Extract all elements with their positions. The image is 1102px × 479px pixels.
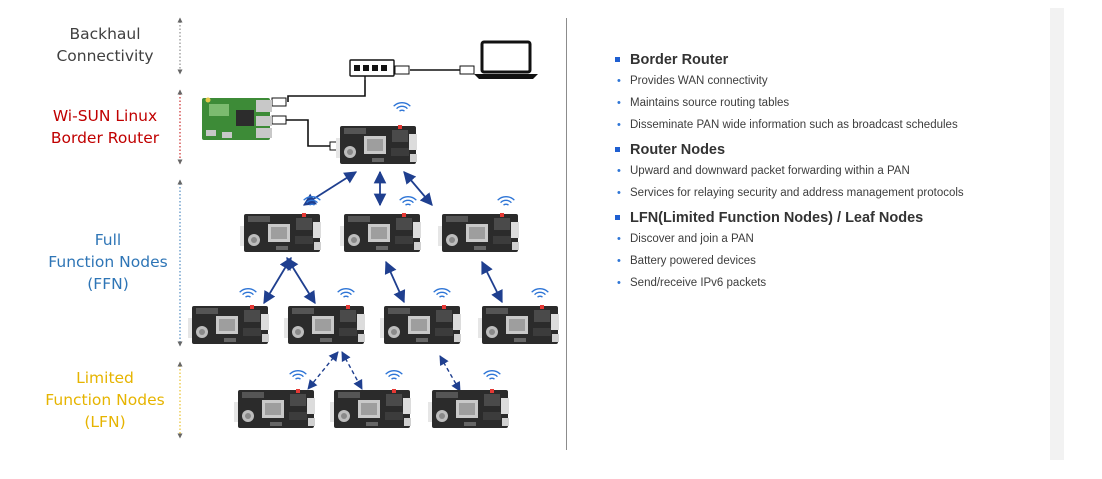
- vertical-divider: [566, 18, 567, 450]
- lfn-node-board: [330, 389, 411, 428]
- wifi-icon: [432, 287, 452, 298]
- list-item: •Discover and join a PAN: [617, 233, 754, 245]
- bullet-icon: •: [617, 255, 621, 267]
- cable-plug: [271, 115, 287, 125]
- description-panel: Border Router •Provides WAN connectivity…: [614, 50, 1034, 298]
- wifi-icon: [392, 101, 412, 112]
- list-item: •Send/receive IPv6 packets: [617, 277, 767, 289]
- cable-plug: [459, 65, 475, 75]
- section-border-router: Border Router •Provides WAN connectivity…: [614, 50, 1034, 133]
- list-item: •Disseminate PAN wide information such a…: [617, 119, 958, 131]
- lfn-node-board: [428, 389, 509, 428]
- wifi-icon: [398, 195, 418, 206]
- network-topology-diagram: [177, 17, 559, 439]
- cable-plug: [394, 65, 410, 75]
- backhaul-cables: [270, 69, 460, 147]
- square-bullet-icon: [615, 215, 620, 220]
- bullet-icon: •: [617, 277, 621, 289]
- bullet-icon: •: [617, 119, 621, 131]
- laptop-icon: [474, 40, 538, 79]
- bullet-icon: •: [617, 187, 621, 199]
- ffn-node-board: [478, 305, 559, 344]
- section-heading: Router Nodes: [614, 140, 1034, 160]
- lfn-link-arrows: [307, 351, 461, 392]
- section-heading: Border Router: [614, 50, 1034, 70]
- section-router-nodes: Router Nodes •Upward and downward packet…: [614, 140, 1034, 201]
- lfn-label: Limited Function Nodes (LFN): [45, 369, 165, 431]
- ffn-node-board: [284, 305, 365, 344]
- lfn-node-board: [234, 389, 315, 428]
- backhaul-label: Backhaul Connectivity: [56, 25, 154, 65]
- network-switch-icon: [349, 59, 395, 80]
- square-bullet-icon: [615, 147, 620, 152]
- list-item: •Maintains source routing tables: [617, 97, 790, 109]
- ffn-node-board: [380, 305, 461, 344]
- square-bullet-icon: [615, 57, 620, 62]
- ffn-node-board: [188, 305, 269, 344]
- list-item: •Upward and downward packet forwarding w…: [617, 165, 910, 177]
- wifi-icon: [336, 287, 356, 298]
- right-scroll-panel: [1050, 8, 1064, 460]
- border-router-label: Wi-SUN Linux Border Router: [50, 107, 160, 147]
- section-leaf-nodes: LFN(Limited Function Nodes) / Leaf Nodes…: [614, 208, 1034, 291]
- wifi-icon: [238, 287, 258, 298]
- list-item: •Battery powered devices: [617, 255, 756, 267]
- ffn-label: Full Function Nodes (FFN): [48, 231, 168, 293]
- bullet-icon: •: [617, 165, 621, 177]
- ffn-link-arrows: [263, 170, 503, 305]
- bullet-icon: •: [617, 75, 621, 87]
- list-item: •Services for relaying security and addr…: [617, 187, 964, 199]
- section-heading: LFN(Limited Function Nodes) / Leaf Nodes: [614, 208, 1034, 228]
- wifi-icon: [288, 369, 308, 380]
- ffn-node-board: [340, 213, 421, 252]
- bullet-icon: •: [617, 97, 621, 109]
- border-router-radio-board: [336, 125, 417, 164]
- wifi-icon: [482, 369, 502, 380]
- wifi-icon: [384, 369, 404, 380]
- ffn-node-board: [438, 213, 519, 252]
- raspberry-pi-border-router: [202, 97, 272, 140]
- wifi-icon: [530, 287, 550, 298]
- list-item: •Provides WAN connectivity: [617, 75, 768, 87]
- wifi-icon: [496, 195, 516, 206]
- cable-plug: [271, 97, 287, 107]
- ffn-node-board: [240, 213, 321, 252]
- bullet-icon: •: [617, 233, 621, 245]
